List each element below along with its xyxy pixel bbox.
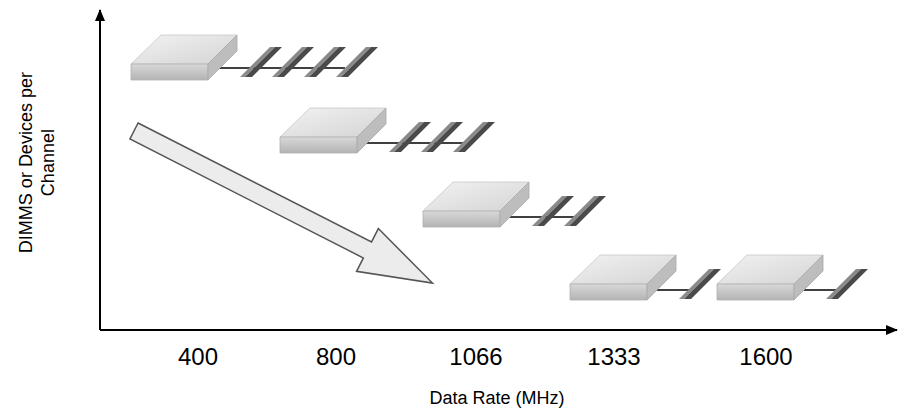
memory-controller — [717, 255, 823, 300]
dimm — [389, 122, 431, 152]
dimm — [304, 47, 346, 77]
axis-title: DIMMS or Devices per Channel — [16, 48, 59, 278]
dimm — [826, 269, 868, 299]
x-axis — [100, 329, 897, 331]
memory-controller — [131, 35, 237, 80]
tick-label: 400 — [178, 343, 218, 372]
dimm — [272, 47, 314, 77]
tick-label: 1600 — [739, 343, 792, 372]
tick-label: 1066 — [449, 343, 502, 372]
memory-controller — [570, 255, 676, 300]
dimm — [421, 122, 463, 152]
tick-label: 1333 — [587, 343, 640, 372]
memory-controller — [280, 108, 386, 153]
dimm — [240, 47, 282, 77]
dimm — [679, 269, 721, 299]
axis-title: Data Rate (MHz) — [429, 388, 564, 410]
memory-controller — [423, 182, 529, 227]
y-axis — [99, 10, 101, 330]
dimm — [532, 196, 574, 226]
dimm — [453, 122, 495, 152]
dimm — [336, 47, 378, 77]
dimm — [564, 196, 606, 226]
trend-arrow — [123, 110, 443, 305]
tick-label: 800 — [316, 343, 356, 372]
